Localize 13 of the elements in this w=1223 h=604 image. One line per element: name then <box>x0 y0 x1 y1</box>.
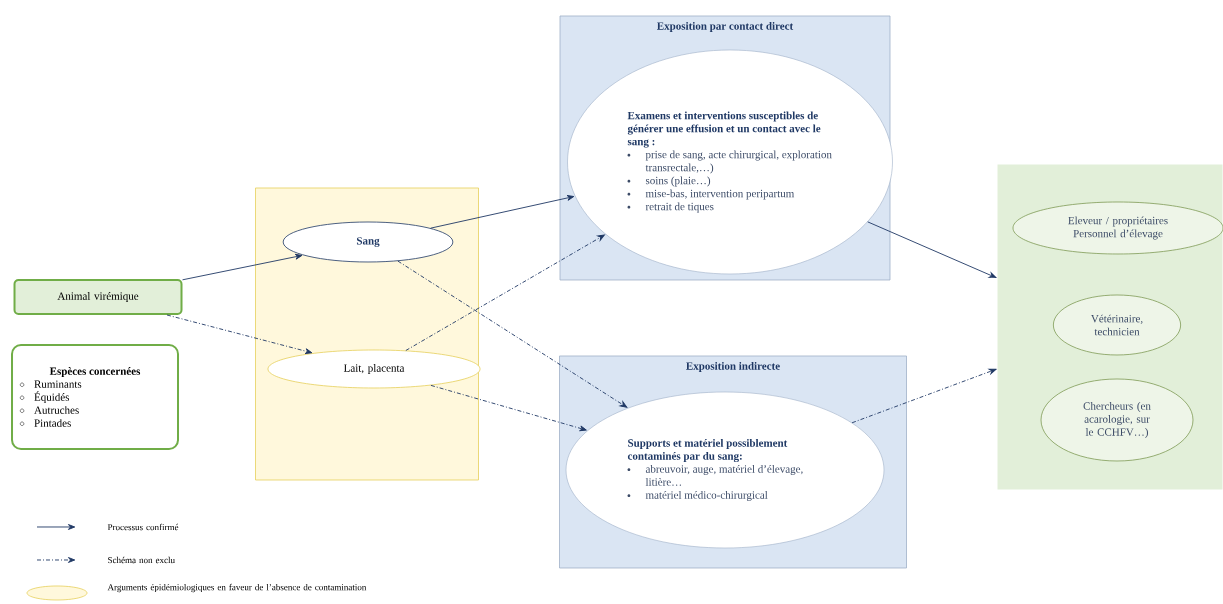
arrow <box>405 234 605 351</box>
arrow <box>851 368 997 424</box>
arrow <box>182 253 303 281</box>
arrow <box>166 314 313 355</box>
legend-text: Processus confirmé <box>107 523 179 531</box>
arrow <box>867 221 997 279</box>
species-box: Espèces concernées Ruminants Équidés Autruches Pintades <box>11 344 179 450</box>
process-box: Animal virémique <box>13 279 183 315</box>
arrow <box>430 384 587 432</box>
legend-text: Arguments épidémiologiques en faveur de l’absence de contamination <box>107 583 367 593</box>
legend-text: Schéma non exclu <box>108 556 175 564</box>
arrow <box>430 195 575 229</box>
arrow <box>397 260 628 408</box>
